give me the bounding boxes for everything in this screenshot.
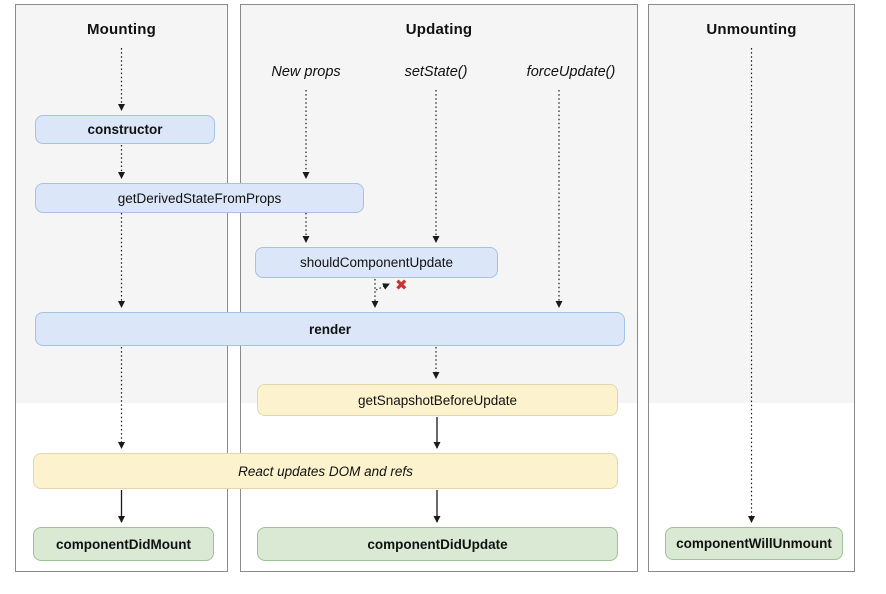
skip-render-x-icon: ✖	[395, 276, 408, 294]
mounting-column-title: Mounting	[86, 21, 157, 38]
component-did-mount-box: componentDidMount	[33, 527, 214, 561]
get-derived-state-from-props-box: getDerivedStateFromProps	[35, 183, 364, 213]
unmounting-column-title: Unmounting	[706, 21, 797, 38]
component-did-update-box: componentDidUpdate	[257, 527, 618, 561]
trigger-set-state-label: setState()	[404, 64, 468, 80]
react-updates-dom-box: React updates DOM and refs	[33, 453, 618, 489]
unmounting-render-phase-area	[649, 5, 854, 404]
unmounting-column-panel: Unmounting	[648, 4, 855, 572]
component-will-unmount-box: componentWillUnmount	[665, 527, 843, 560]
updating-column-title: Updating	[405, 21, 473, 38]
trigger-force-update-label: forceUpdate()	[526, 64, 616, 80]
get-snapshot-before-update-box: getSnapshotBeforeUpdate	[257, 384, 618, 416]
render-box: render	[35, 312, 625, 346]
trigger-new-props-label: New props	[271, 64, 341, 80]
should-component-update-box: shouldComponentUpdate	[255, 247, 498, 278]
constructor-box: constructor	[35, 115, 215, 144]
